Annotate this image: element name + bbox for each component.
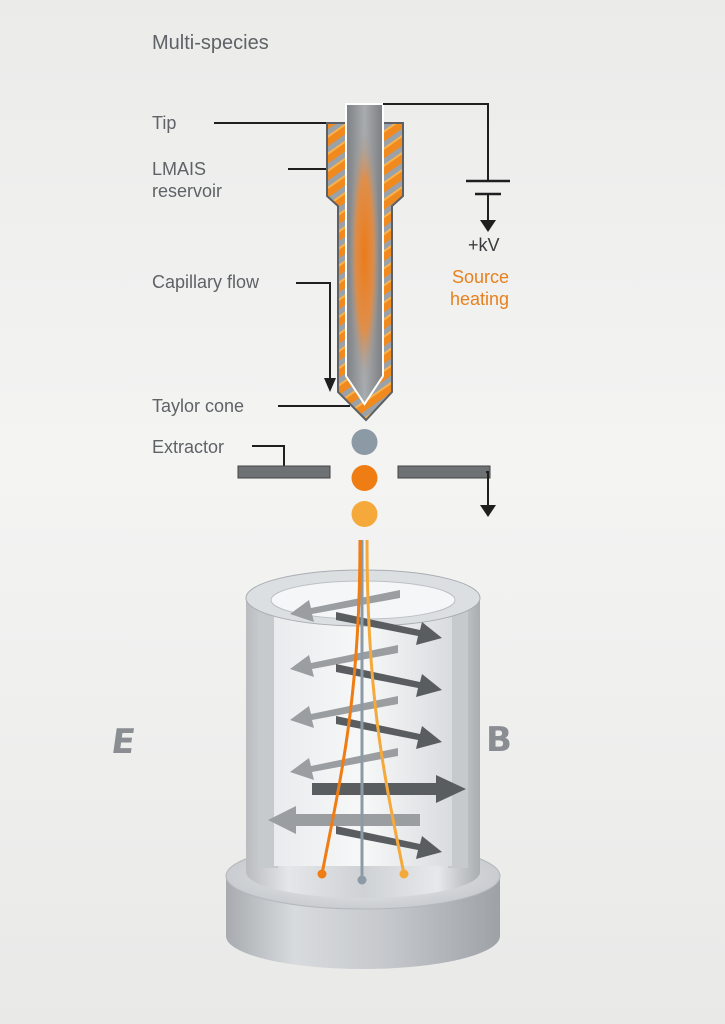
- reservoir-label-line2: reservoir: [152, 181, 222, 201]
- right-electrode-edge: [448, 608, 468, 868]
- lmais-source: [326, 103, 404, 422]
- e-arrow-5: [268, 806, 420, 834]
- grey-ion-endpoint: [357, 875, 367, 885]
- extractor-electrode: [237, 465, 496, 517]
- extractor-label: Extractor: [152, 437, 224, 457]
- reservoir-label-line1: LMAIS: [152, 159, 206, 179]
- extractor-ground-wire: [486, 471, 489, 506]
- extractor-ground-arrow: [480, 505, 496, 517]
- capillary-flow-label: Capillary flow: [152, 272, 260, 292]
- high-voltage-wire: [383, 103, 489, 180]
- taylor-cone-label: Taylor cone: [152, 396, 244, 416]
- heated-core: [349, 127, 380, 383]
- left-electrode-edge: [258, 608, 278, 868]
- emitted-ions: [351, 429, 378, 527]
- source-heating-line2: heating: [450, 289, 509, 309]
- grey-ion: [351, 429, 378, 455]
- light-orange-ion: [351, 501, 378, 527]
- extractor-leader: [252, 445, 285, 468]
- label-leader-lines: [214, 122, 350, 468]
- voltage-circuit: [383, 103, 510, 222]
- voltage-ground-arrow: [480, 220, 496, 232]
- e-arrow-1: [290, 590, 400, 622]
- light-orange-ion-path: [365, 539, 406, 875]
- light-orange-ion-endpoint: [399, 869, 409, 879]
- tip-label: Tip: [152, 113, 176, 133]
- extractor-plate-left: [237, 465, 331, 479]
- capillary-flow-arrowhead: [324, 378, 336, 392]
- magnetic-field-label: B: [486, 720, 512, 760]
- extractor-plate-right: [397, 465, 491, 479]
- ion-trajectories: [320, 539, 406, 880]
- voltage-label: +kV: [468, 235, 500, 255]
- e-arrow-3: [290, 696, 398, 728]
- orange-ion-path: [320, 539, 362, 875]
- diagram-title: Multi-species: [152, 32, 269, 54]
- orange-ion: [351, 465, 378, 491]
- capillary-flow-leader: [296, 282, 331, 380]
- orange-ion-endpoint: [317, 869, 327, 879]
- source-heating-line1: Source: [452, 267, 509, 287]
- electric-field-label: E: [109, 722, 138, 762]
